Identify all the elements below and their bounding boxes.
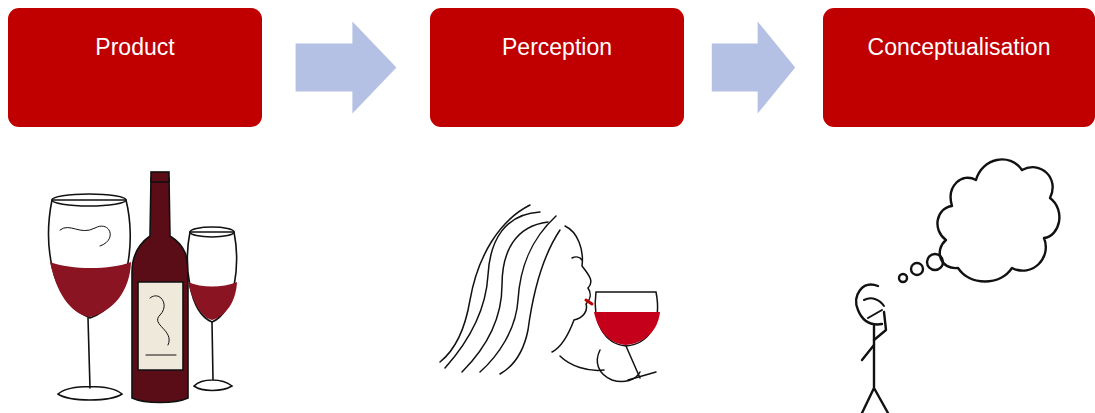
thought-dot <box>911 263 923 275</box>
thought-dot <box>899 274 907 282</box>
wine-illustration <box>49 172 237 403</box>
glass-stem <box>58 318 122 400</box>
arms <box>862 312 886 360</box>
glass <box>49 200 131 318</box>
label-scribble <box>146 296 176 355</box>
block-arrow <box>296 22 397 114</box>
box-label: Conceptualisation <box>868 34 1051 62</box>
eye <box>572 257 582 260</box>
bottle <box>132 178 188 403</box>
hand <box>597 350 640 382</box>
bottle-top <box>151 172 169 182</box>
hand <box>864 298 884 318</box>
box-label: Perception <box>502 34 612 62</box>
hair-line <box>500 230 560 374</box>
hair-line <box>445 212 540 368</box>
bottle-label <box>138 282 183 370</box>
glass-stem <box>626 346 656 380</box>
sketch-scribble <box>60 226 110 246</box>
glass-stem <box>194 322 232 391</box>
wine <box>188 282 237 320</box>
hair-line <box>462 222 548 372</box>
thought-cloud <box>937 159 1059 281</box>
glass-rim <box>52 194 126 206</box>
box-label: Product <box>95 34 174 62</box>
wine <box>594 312 660 345</box>
lips <box>586 300 592 304</box>
hair-line <box>440 205 530 362</box>
process-box: Perception <box>430 8 684 127</box>
taster-illustration <box>440 205 660 382</box>
arm <box>560 356 604 370</box>
block-arrow <box>712 22 795 114</box>
process-box: Conceptualisation <box>823 8 1095 127</box>
glass <box>188 232 237 322</box>
hair-line <box>480 216 556 372</box>
process-box: Product <box>8 8 262 127</box>
face-profile <box>552 226 591 352</box>
thinker-illustration <box>856 159 1059 413</box>
glass-rim <box>190 227 234 237</box>
wine <box>50 262 131 317</box>
